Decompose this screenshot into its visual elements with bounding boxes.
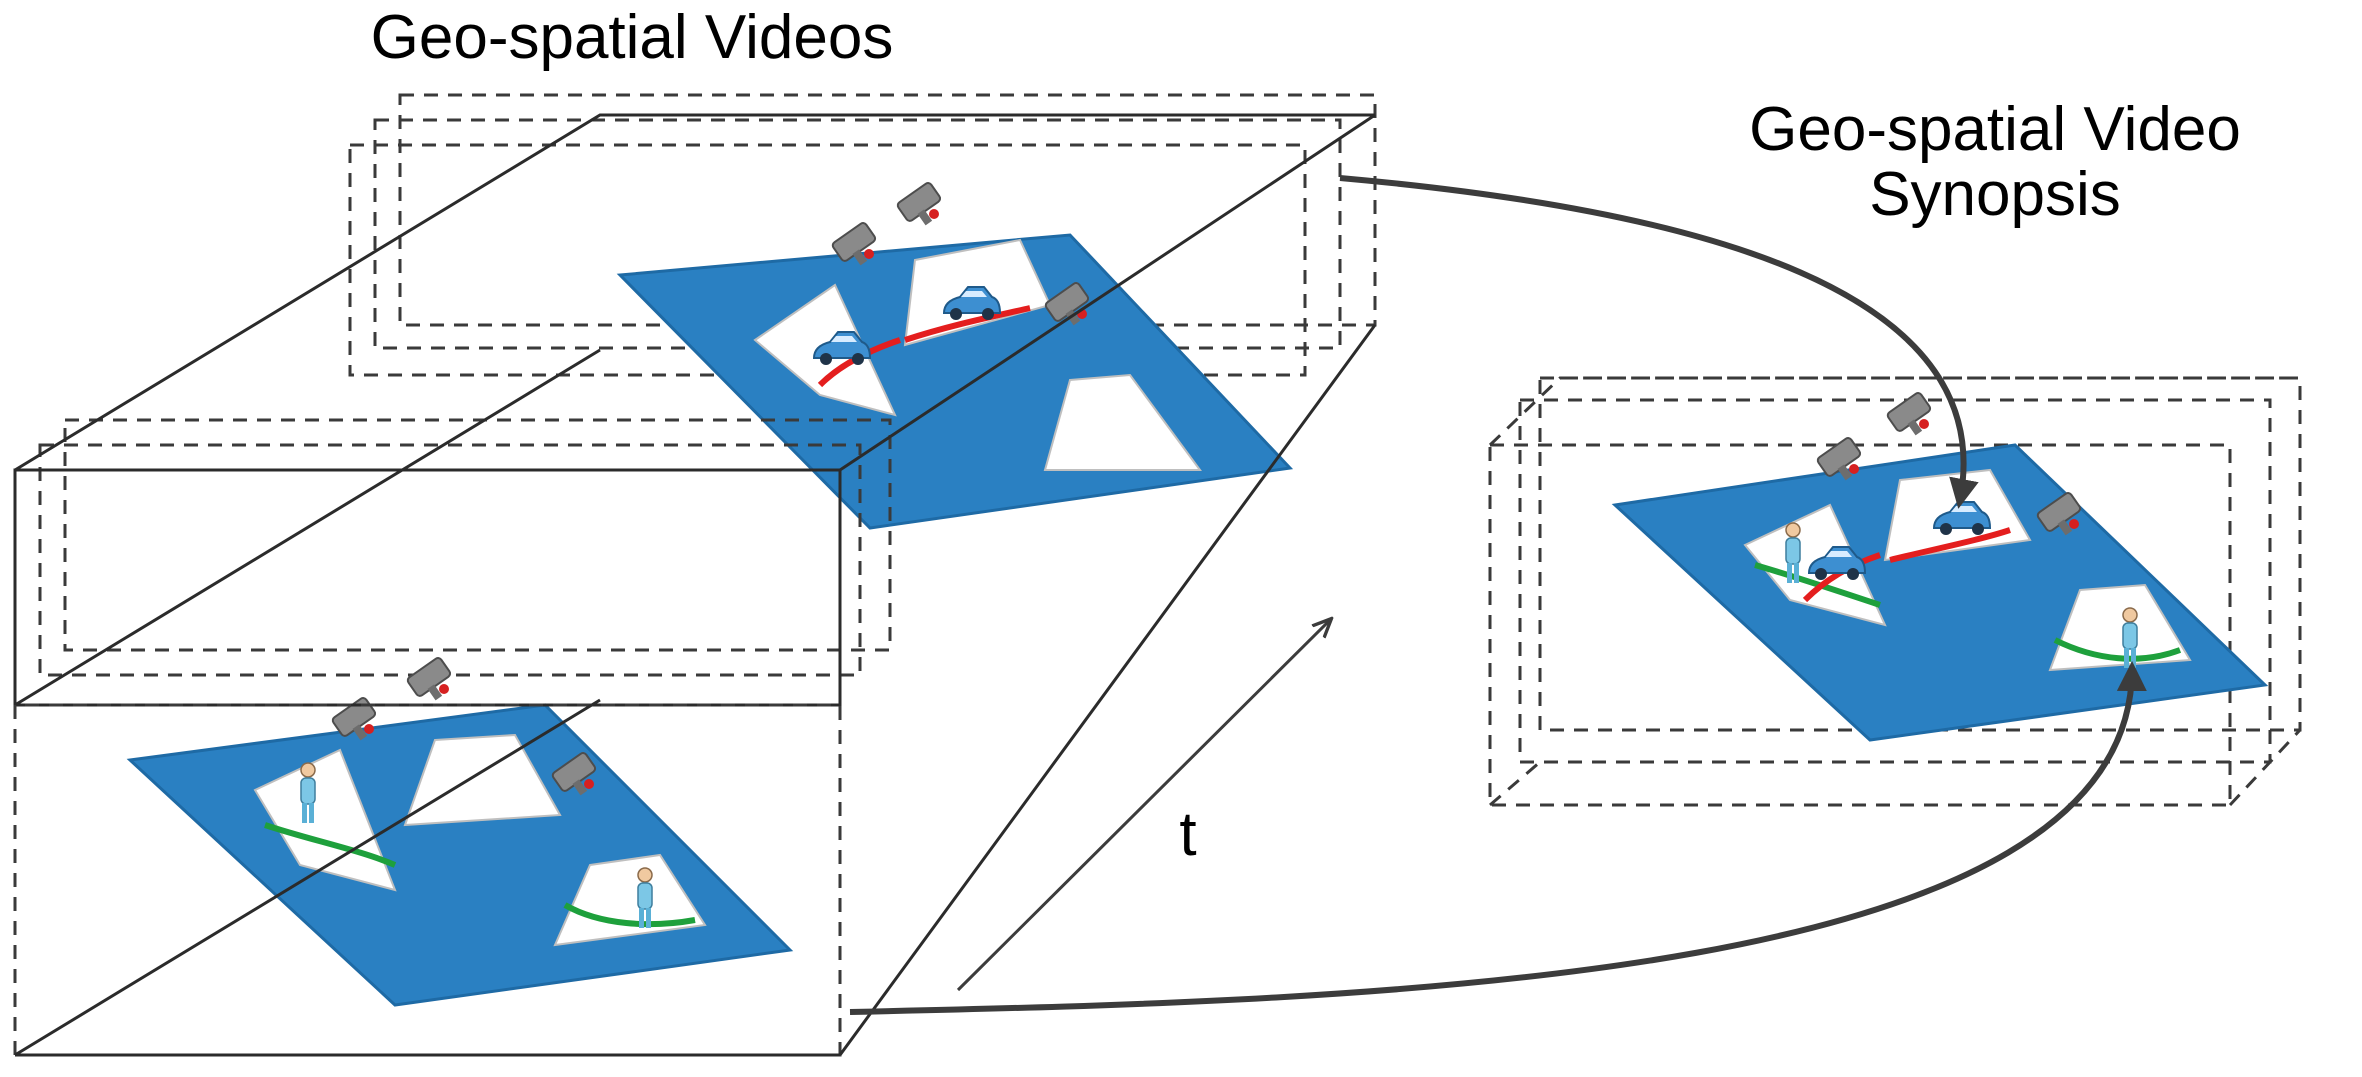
vehicle-track — [904, 305, 1031, 343]
vehicle-track — [1889, 527, 2011, 563]
person-track — [563, 902, 696, 928]
video-volume-back — [348, 93, 1377, 530]
person-track — [2053, 637, 2182, 662]
spatio-temporal-volume — [13, 113, 1377, 1057]
title-synopsis-line2: Synopsis — [1869, 160, 2121, 229]
camera-icon — [405, 655, 453, 702]
video-volume-front — [38, 418, 892, 1007]
camera-view — [403, 733, 562, 827]
time-axis-label: t — [1179, 800, 1196, 869]
time-axis-arrow — [956, 620, 1330, 992]
person-track — [264, 822, 397, 868]
camera-icon — [1885, 390, 1933, 437]
person-track — [1754, 562, 1881, 608]
camera-icon — [895, 180, 943, 227]
arrow-front-to-synopsis — [849, 661, 2147, 1015]
camera-view — [1043, 373, 1202, 471]
synopsis-volume — [1488, 376, 2302, 807]
arrow-back-to-synopsis — [1339, 175, 1979, 509]
title-synopsis-line1: Geo-spatial Video — [1749, 95, 2241, 164]
title-geo-spatial-videos: Geo-spatial Videos — [371, 3, 894, 72]
